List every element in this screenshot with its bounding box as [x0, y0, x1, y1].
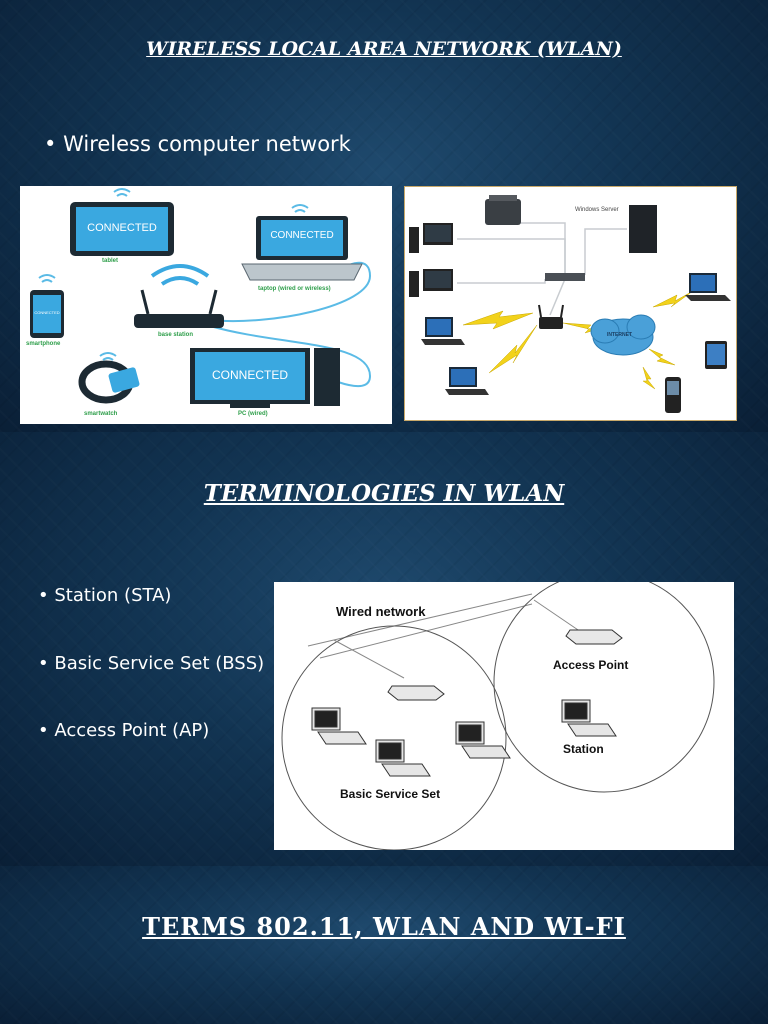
smartwatch-icon — [78, 360, 140, 404]
switch-icon — [545, 273, 585, 281]
laptop-icon — [421, 273, 731, 395]
slide-title: Wireless Local Area Network (WLAN) — [146, 38, 622, 60]
smartphone-icon — [30, 290, 64, 338]
bss-label: Basic Service Set — [340, 787, 441, 801]
wired-network-label: Wired network — [336, 604, 426, 619]
cloud-label: INTERNET — [607, 332, 632, 338]
pc-icon — [190, 348, 340, 408]
tablet-label: tablet — [102, 258, 119, 264]
access-point-icon — [538, 304, 564, 329]
bss-illustration — [281, 582, 715, 850]
tablet-icon — [70, 202, 174, 256]
slide-terms: Terms 802.11, WLAN and Wi-Fi — [0, 866, 768, 1024]
wifi-icon — [113, 188, 131, 197]
router-icon — [134, 289, 224, 328]
pc-screen-text: CONNECTED — [211, 368, 288, 382]
tablet-icon — [705, 341, 727, 369]
slide-title: Terms 802.11, WLAN and Wi-Fi — [142, 912, 626, 941]
bss-diagram: Wired network Access Point Station Basic… — [274, 582, 734, 850]
slide-terminologies: Terminologies in WLAN Station (STA) Basi… — [0, 432, 768, 866]
server-icon — [629, 205, 657, 253]
devices-figure: CONNECTED tablet CONNECTED taptop (wired… — [20, 186, 392, 424]
phone-icon — [665, 377, 681, 413]
server-label: Windows Server — [575, 207, 619, 213]
pc-label: PC (wired) — [238, 411, 268, 417]
smartphone-label: smartphone — [26, 341, 61, 347]
cloud-icon — [590, 314, 656, 356]
slide-title: Terminologies in WLAN — [203, 480, 565, 507]
laptop-screen-text: CONNECTED — [270, 230, 334, 241]
laptop-label: taptop (wired or wireless) — [258, 286, 331, 292]
smartwatch-label: smartwatch — [84, 411, 118, 417]
access-point-label: Access Point — [553, 658, 629, 672]
network-figure: Windows Server INTERNET — [404, 186, 737, 421]
station-label: Station — [563, 742, 604, 756]
access-point-icon — [387, 629, 623, 701]
smartphone-screen-text: CONNECTED — [34, 310, 60, 315]
station-icon — [311, 699, 617, 777]
printer-icon — [485, 195, 521, 225]
bullet-access-point: Access Point (AP) — [38, 720, 209, 741]
bullet-bss: Basic Service Set (BSS) — [38, 653, 264, 674]
devices-illustration — [30, 188, 372, 408]
slide-wlan: Wireless Local Area Network (WLAN) Wirel… — [0, 0, 768, 432]
tablet-screen-text: CONNECTED — [87, 222, 157, 234]
network-illustration — [409, 195, 731, 413]
router-label: base station — [158, 332, 194, 338]
bullet-station: Station (STA) — [38, 585, 171, 606]
laptop-icon — [241, 216, 363, 281]
bullet-wireless-network: Wireless computer network — [44, 132, 351, 156]
desktop-icon — [409, 223, 453, 297]
